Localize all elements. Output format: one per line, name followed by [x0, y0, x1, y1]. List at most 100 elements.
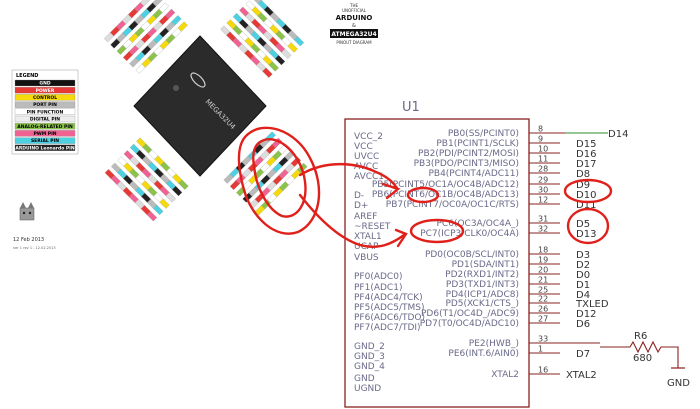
right-pin: PD1(SDA/INT1) 19 D2 — [452, 256, 590, 272]
right-pin-label: PB0(SS/PCINT0) — [448, 129, 519, 139]
left-pin-label: PF0(ADC0) — [354, 272, 402, 282]
pin-stripes-bottom-left — [104, 137, 189, 222]
pin-stripe — [287, 42, 298, 53]
right-pin-label: PD0(OC0B/SCL/INT0) — [425, 250, 519, 260]
left-pin-label: PF7(ADC7/TDI) — [354, 323, 421, 333]
pin-number: 12 — [538, 196, 548, 205]
left-pin-label: PF5(ADC5/TMS) — [354, 303, 424, 313]
right-pin-label: PD1(SDA/INT1) — [452, 260, 519, 270]
pin-number: 25 — [538, 286, 548, 295]
pin-stripe — [262, 67, 273, 78]
right-pin-label: PD2(RXD1/INT2) — [445, 270, 519, 280]
right-pin-label: XTAL2 — [491, 370, 519, 380]
resistor-r6-symbol — [600, 340, 679, 368]
left-pin-label: PF6(ADC6/TDO) — [354, 313, 425, 323]
chip-pin1-marker — [173, 85, 179, 91]
schematic: U1 VCC_2VCCUVCCAVCCAVCC1D-D+AREF~RESETXT… — [237, 100, 690, 408]
diagram-date: 12 Feb 2013 — [13, 237, 44, 243]
legend-item-label: PWM PIN — [33, 131, 56, 137]
pin-stripe — [140, 0, 151, 7]
annotations — [237, 126, 613, 249]
annotation-arrow-upper — [298, 162, 399, 190]
pin-stripe — [165, 192, 176, 203]
net-label: D4 — [576, 290, 590, 301]
right-pin-label: PC6(OC3A/OC4A_) — [437, 219, 520, 229]
brand-line-3: ARDUINO — [336, 14, 373, 22]
net-label: D12 — [576, 309, 596, 320]
pin-number: 30 — [538, 186, 548, 195]
right-pin-label: PB7(PCINT7/OC0A/OC1C/RTS) — [386, 200, 519, 210]
left-pin-label: VBUS — [354, 253, 379, 263]
pin-stripe — [281, 48, 292, 59]
legend-swatch — [14, 115, 76, 123]
right-pin: PE2(HWB_)33 — [469, 335, 600, 349]
net-label: D0 — [576, 270, 590, 281]
net-label: D14 — [608, 129, 628, 140]
pin-number: 33 — [538, 335, 548, 344]
left-pin-label: AREF — [354, 212, 377, 222]
legend-swatch — [14, 123, 76, 130]
legend-item-label: PIN FUNCTION — [27, 109, 64, 115]
net-label: D9 — [576, 180, 590, 191]
gnd-label: GND — [667, 378, 690, 389]
net-label: D10 — [576, 190, 596, 201]
pin-stripe — [164, 8, 176, 20]
right-pin-label: PC7(ICP3/CLK0/OC4A) — [420, 229, 519, 239]
pin-number: 9 — [538, 135, 543, 144]
chip-logo-icon — [190, 72, 206, 88]
net-label: D15 — [576, 139, 596, 150]
right-pin-label: PE6(INT.6/AIN0) — [448, 349, 519, 359]
pinout-branding: THE UNOFFICIAL ARDUINO & ATMEGA32U4 PINO… — [330, 3, 378, 45]
legend-swatch — [14, 130, 76, 137]
pin-stripe — [274, 54, 286, 66]
right-pin-label: PD4(ICP1/ADC8) — [446, 290, 519, 300]
pin-stripe — [293, 36, 305, 47]
right-pin-label: PD5(XCK1/CTS_) — [445, 299, 519, 309]
legend-swatch — [14, 144, 76, 151]
legend-swatch — [14, 137, 76, 144]
right-pin-label: PD6(T1/OC4D_/ADC9) — [421, 309, 519, 319]
legend-item-label: POWER — [36, 88, 55, 94]
pin-stripe — [171, 15, 182, 26]
pin-number: 19 — [538, 256, 548, 265]
cat-logo-icon — [19, 202, 35, 221]
legend-title: LEGEND — [16, 73, 38, 79]
pin-stripe — [158, 2, 169, 13]
left-pin-label: VCC — [354, 142, 373, 152]
pin-number: 32 — [538, 225, 548, 234]
pin-number: 10 — [538, 145, 548, 154]
pin-stripe — [159, 198, 170, 209]
annotation-pinout-circle — [237, 126, 321, 235]
net-label: D13 — [576, 229, 596, 240]
right-pin-label: PB5(PCINT5/OC1A/OC4B/ADC12) — [372, 180, 519, 190]
brand-line-5: ATMEGA32U4 — [331, 31, 376, 38]
pin-stripe — [177, 21, 188, 32]
annotation-arrowhead-lower — [394, 228, 408, 248]
legend-item-label: GND — [39, 81, 50, 87]
resistor-r6-ref: R6 — [634, 331, 647, 342]
net-label: D1 — [576, 280, 590, 291]
legend-item-label: DIGITAL PIN — [30, 117, 60, 123]
pin-stripes-top-left — [104, 0, 188, 74]
net-label: D5 — [576, 219, 590, 230]
left-pin-label: GND — [354, 374, 375, 384]
pin-stripe — [171, 185, 183, 197]
net-label: D3 — [576, 250, 590, 261]
brand-line-2: UNOFFICIAL — [342, 8, 367, 13]
legend-item-label: SERIAL PIN — [31, 138, 59, 144]
left-pin-label: UVCC — [354, 152, 379, 162]
pinout-diagram: MEGA32U4 THE UNOFFICIAL ARDUINO & ATMEGA… — [11, 0, 378, 250]
net-label: D8 — [576, 169, 590, 180]
net-label: D2 — [576, 260, 590, 271]
